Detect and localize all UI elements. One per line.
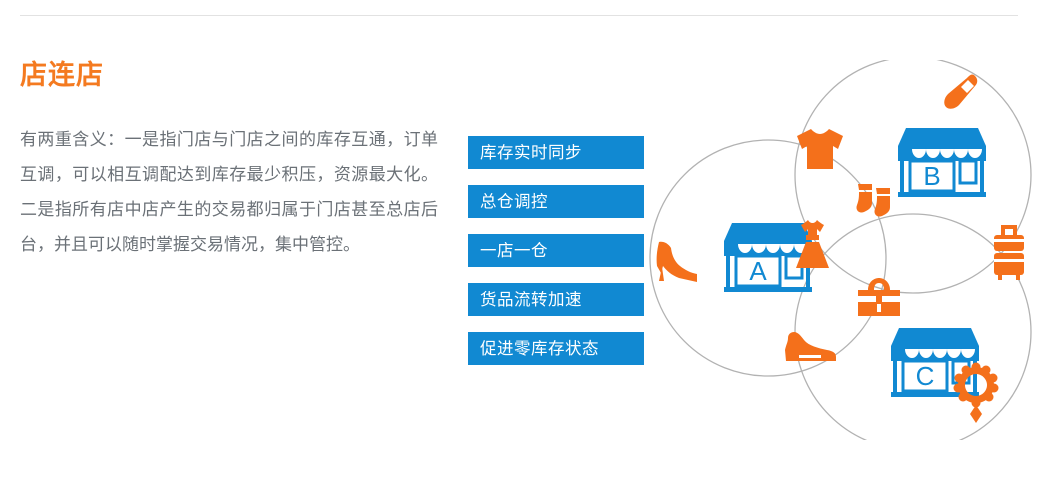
high-heel-icon (656, 241, 697, 282)
necklace-icon (953, 362, 999, 423)
store-a-icon[interactable]: A (724, 223, 812, 292)
intro-section: 店连店 有两重含义：一是指门店与门店之间的库存互通，订单互调，可以相互调配达到库… (20, 60, 440, 263)
store-b-icon[interactable]: B (898, 128, 986, 197)
circle-store-a (649, 139, 887, 377)
feature-tag-one-store-one-warehouse[interactable]: 一店一仓 (468, 234, 644, 267)
store-network-diagram: A B (640, 60, 1050, 440)
top-divider (20, 15, 1018, 16)
circle-store-b (794, 60, 1032, 294)
suitcase-icon (994, 225, 1024, 280)
feature-tag-faster-turnover[interactable]: 货品流转加速 (468, 283, 644, 316)
feature-tag-list: 库存实时同步 总仓调控 一店一仓 货品流转加速 促进零库存状态 (468, 136, 648, 365)
feature-tag-zero-inventory[interactable]: 促进零库存状态 (468, 332, 644, 365)
diagram-circles (649, 60, 1032, 440)
store-c-label: C (916, 361, 935, 391)
lipstick-icon (944, 74, 978, 109)
section-description: 有两重含义：一是指门店与门店之间的库存互通，订单互调，可以相互调配达到库存最少积… (20, 130, 438, 256)
handbag-icon (858, 278, 900, 316)
dress-icon (796, 220, 829, 268)
socks-icon (856, 184, 890, 217)
feature-tag-warehouse-control[interactable]: 总仓调控 (468, 185, 644, 218)
sneaker-icon (785, 332, 836, 361)
feature-tag-inventory-sync[interactable]: 库存实时同步 (468, 136, 644, 169)
tshirt-icon (797, 129, 843, 169)
store-b-label: B (923, 161, 940, 191)
circle-store-c (794, 213, 1032, 440)
store-c-icon[interactable]: C (891, 328, 979, 397)
store-a-label: A (749, 256, 767, 286)
page-title: 店连店 (20, 60, 104, 91)
